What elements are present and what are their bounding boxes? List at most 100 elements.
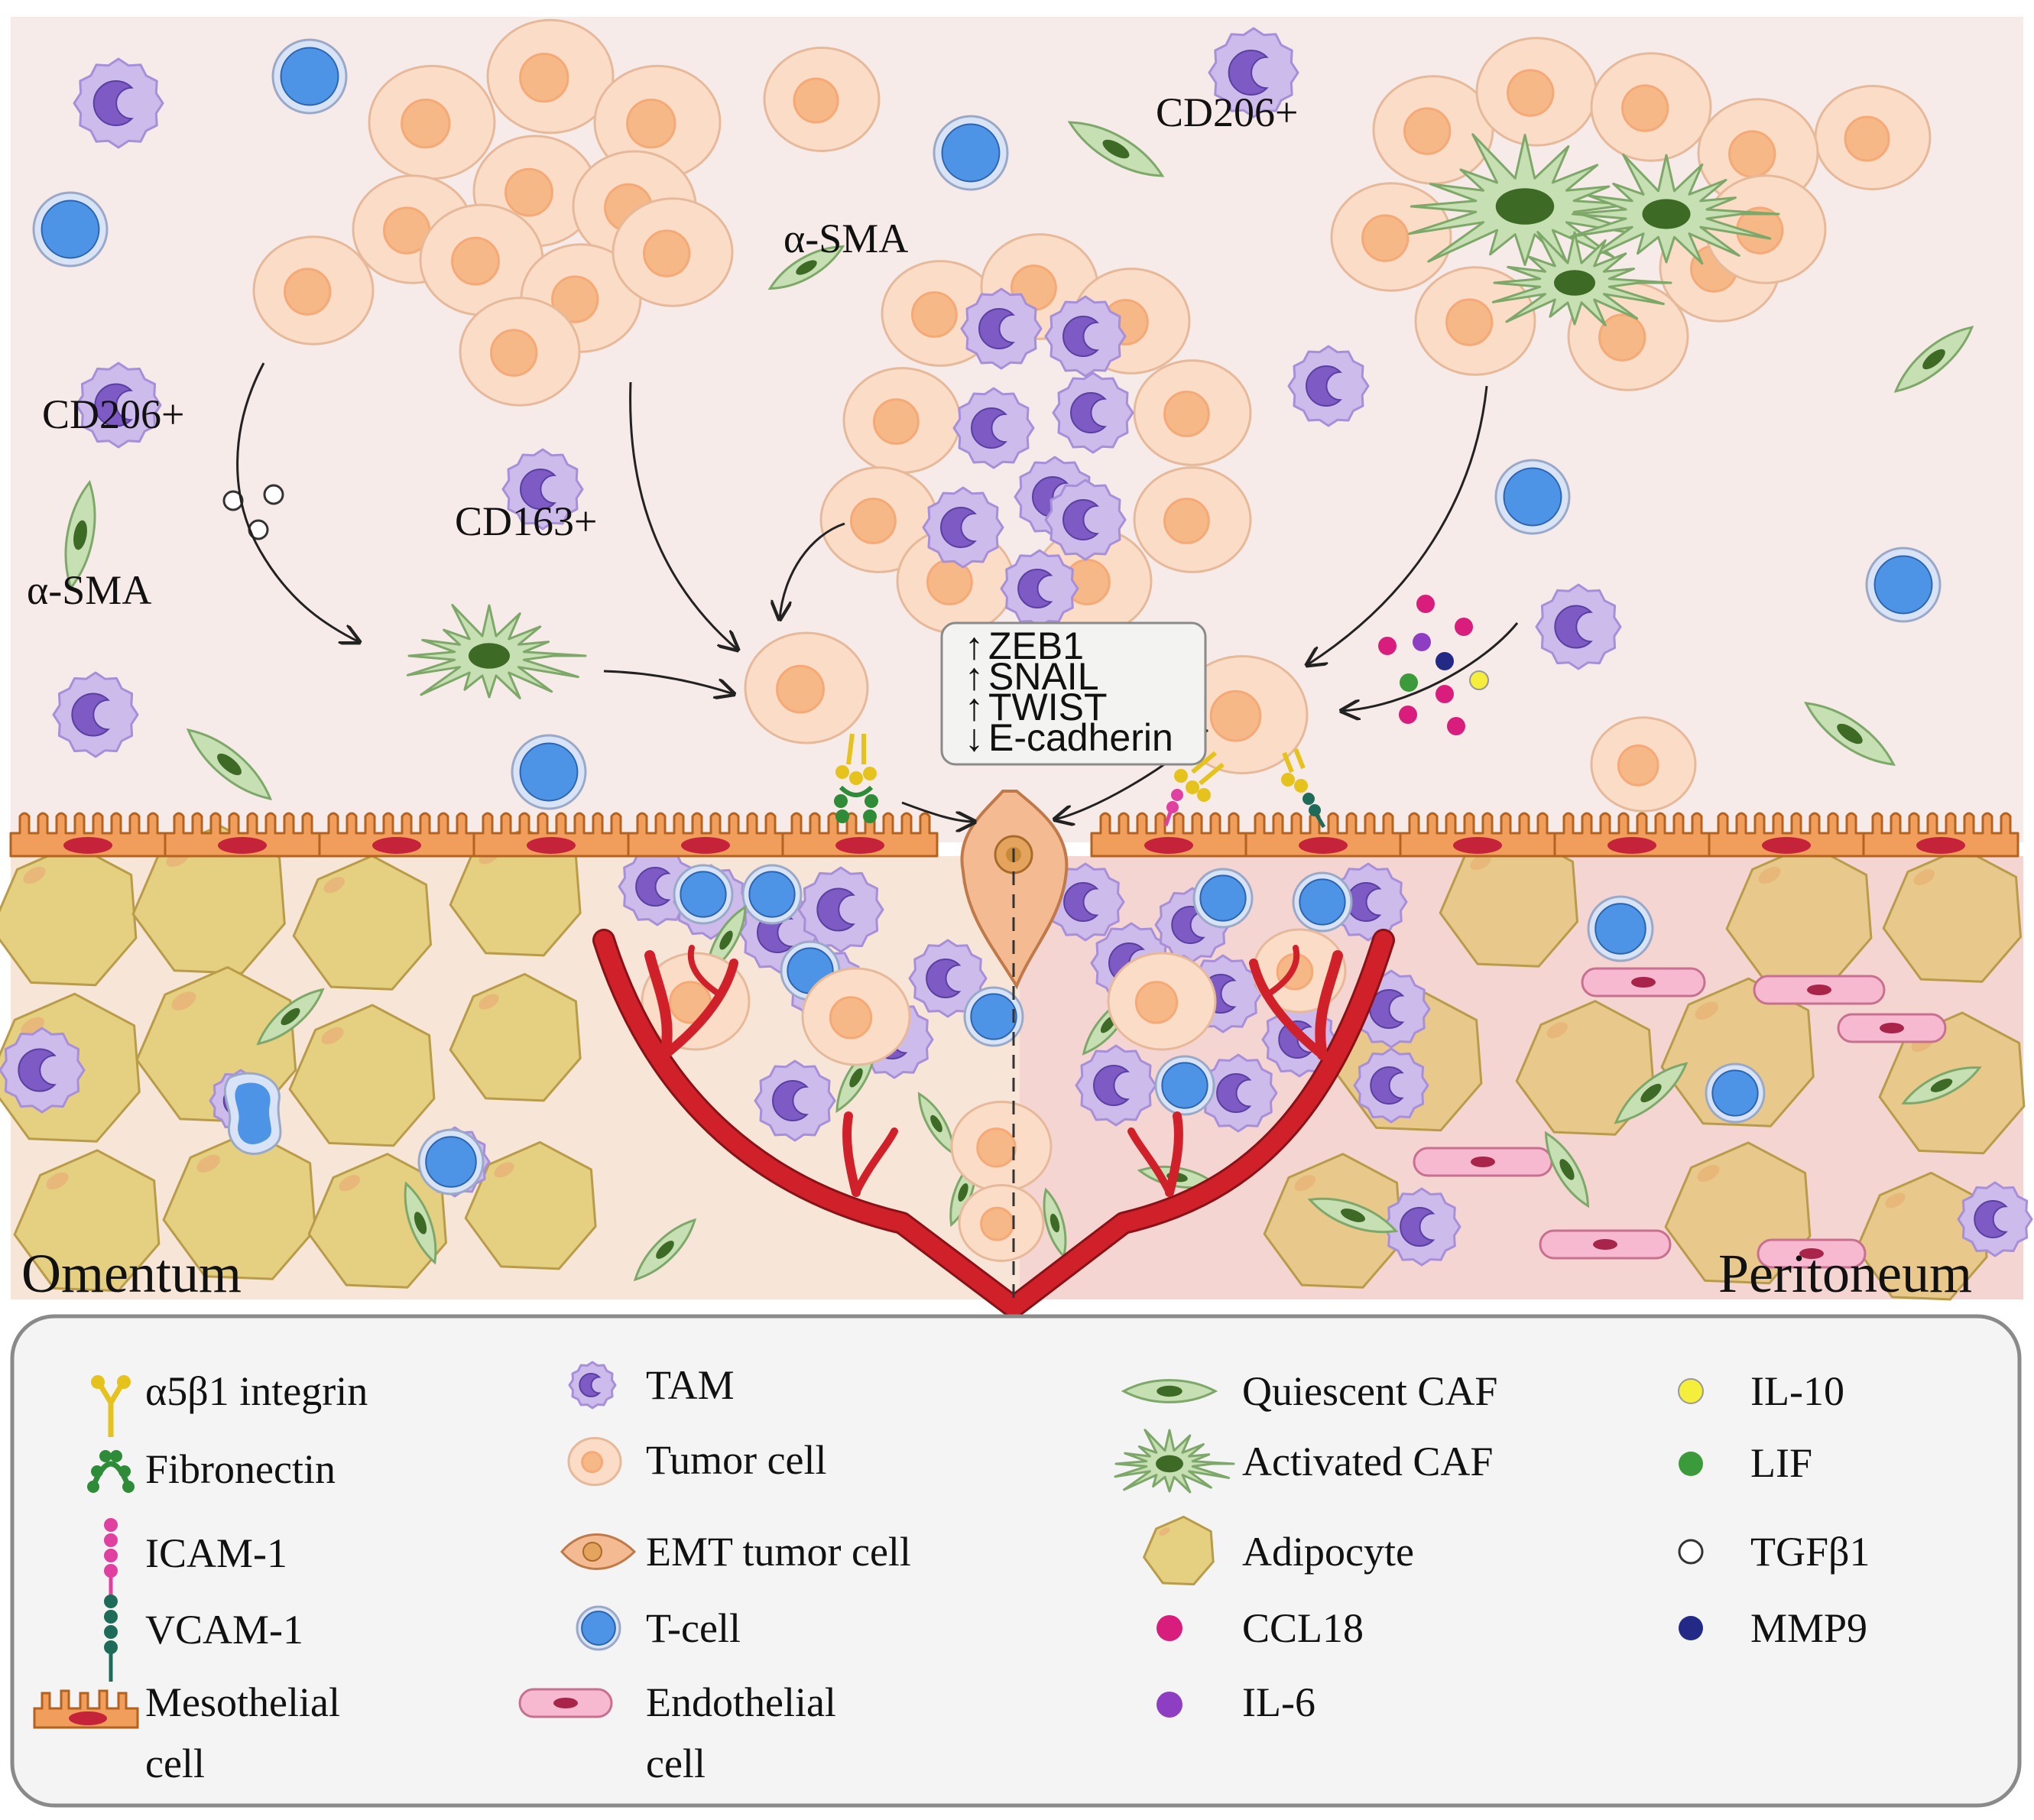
t-cell <box>576 1605 621 1651</box>
t-cell <box>1494 459 1571 535</box>
arrow-cytokines-to-tumor <box>1341 622 1519 711</box>
tam-cell <box>1046 862 1125 942</box>
mesothelial-cell <box>472 812 630 858</box>
adipocyte <box>1515 1000 1655 1136</box>
t-cell <box>963 986 1024 1047</box>
adipocyte <box>1882 847 2022 983</box>
tam-cell <box>1075 1044 1157 1127</box>
legend-label-adipocyte: Adipocyte <box>1242 1529 1414 1575</box>
blood-vessel <box>592 929 1395 1319</box>
emt-marker-arrow: ↑ <box>965 655 984 698</box>
tam-cell <box>1044 295 1127 378</box>
adipocyte <box>1660 977 1815 1127</box>
invading-tumor-cell <box>958 1184 1045 1262</box>
legend-label-activated-caf: Activated CAF <box>1242 1439 1493 1484</box>
emt-marker-text: SNAIL <box>988 655 1099 698</box>
adipocyte <box>1855 1171 1988 1301</box>
legend-label-icam1: ICAM-1 <box>145 1530 287 1576</box>
emt-tumor-cell-icon <box>560 1533 637 1570</box>
tam-cell <box>1044 479 1127 561</box>
receptor-complexes <box>834 733 1326 829</box>
endothelial-cell <box>518 1688 613 1718</box>
tam-cell <box>568 1361 617 1410</box>
tumor-cell <box>1814 85 1932 190</box>
cavity-cell-layer <box>32 18 1974 813</box>
tgfb1-dots <box>222 484 284 540</box>
tumor-cluster-cell <box>368 64 496 180</box>
t-cell <box>32 191 109 268</box>
mesothelial-cell <box>1708 812 1865 858</box>
mesothelial-cell <box>1090 812 1247 858</box>
t-cell <box>511 734 587 810</box>
emt-marker-line: ↑SNAIL <box>965 655 1099 698</box>
mesothelial-cell <box>1244 812 1402 858</box>
cell-labels: CD206+ α-SMA CD206+ CD163+ α-SMA Omentum… <box>21 89 1972 1304</box>
label-peritoneum: Peritoneum <box>1718 1243 1972 1304</box>
mesothelial-cell <box>318 812 475 858</box>
t-cell <box>1192 868 1254 929</box>
tumor-cluster-cell <box>1590 52 1712 162</box>
label-cd163: CD163+ <box>455 498 597 544</box>
adipocyte <box>292 855 432 991</box>
migrating-tumor-cell-left <box>744 631 869 745</box>
quiescent-caf <box>1121 1379 1218 1403</box>
tumor-cluster-cell <box>1372 75 1494 185</box>
tumor-cluster-cell <box>1475 37 1598 147</box>
arrow-tam-cluster-to-tumor <box>780 522 845 619</box>
tumor-cluster-cell <box>593 64 722 180</box>
emt-marker-arrow: ↑ <box>965 686 984 728</box>
quiescent-caf <box>1544 1131 1590 1208</box>
integrin-icam-right <box>1163 751 1225 826</box>
endothelial-cell <box>1581 967 1706 998</box>
integrin-icon <box>91 1375 131 1437</box>
tgfb1-icon <box>1678 1539 1704 1565</box>
label-asma-left: α-SMA <box>27 567 151 613</box>
tam-cell <box>797 866 884 953</box>
mesothelial-cell <box>1553 812 1711 858</box>
legend-label-mesothelial: Mesothelial <box>145 1679 340 1725</box>
emt-marker-arrow: ↑ <box>965 625 984 667</box>
tam-cell <box>1957 1181 2033 1257</box>
t-cell <box>271 38 348 115</box>
tam-cell <box>1208 27 1299 118</box>
endothelial-cell <box>1757 1238 1867 1269</box>
emt-marker-line: ↑ZEB1 <box>965 625 1084 667</box>
t-cell <box>1154 1055 1215 1116</box>
fibronectin-icon <box>87 1450 135 1493</box>
tam-cell <box>73 57 164 149</box>
legend-label-mmp9: MMP9 <box>1750 1605 1867 1651</box>
emt-tumor-cell <box>960 790 1069 990</box>
quiescent-caf <box>1901 1066 1982 1105</box>
tam-cell <box>1052 371 1134 454</box>
mmp9-icon <box>1679 1616 1703 1640</box>
label-asma-top: α-SMA <box>783 216 908 261</box>
legend-label-quiescent-caf: Quiescent CAF <box>1242 1368 1497 1414</box>
tam-cell <box>922 486 1004 569</box>
quiescent-caf <box>1614 1062 1689 1124</box>
signalling-arrows <box>236 362 1519 822</box>
tumor-cluster-cell <box>1414 266 1536 376</box>
adipocyte <box>162 1130 316 1280</box>
ccl18-icon <box>1156 1615 1182 1641</box>
legend-label-integrin: α5β1 integrin <box>145 1368 368 1414</box>
mesothelial-layer <box>9 812 2019 858</box>
tam-cell <box>754 1059 836 1142</box>
icam1-icon <box>104 1518 118 1605</box>
emt-marker-text: E-cadherin <box>988 716 1173 759</box>
tissue-cell-layer <box>0 824 2033 1301</box>
il10-icon <box>1678 1378 1704 1404</box>
quiescent-caf <box>1067 121 1165 177</box>
legend-label-tam: TAM <box>646 1362 735 1408</box>
t-cell <box>1292 871 1353 933</box>
legend-label-endothelial-cell: cell <box>646 1741 706 1786</box>
activated-caf <box>1408 133 1663 268</box>
quiescent-caf <box>1804 702 1896 766</box>
tumor-cluster-cell <box>611 197 734 307</box>
t-cell <box>741 864 803 925</box>
adipocyte <box>0 843 138 987</box>
tam-cell <box>952 387 1035 469</box>
tumor-cluster-cell <box>1133 466 1252 573</box>
legend-label-mesothelial-cell: cell <box>145 1741 205 1786</box>
mesothelial-cell <box>164 812 321 858</box>
